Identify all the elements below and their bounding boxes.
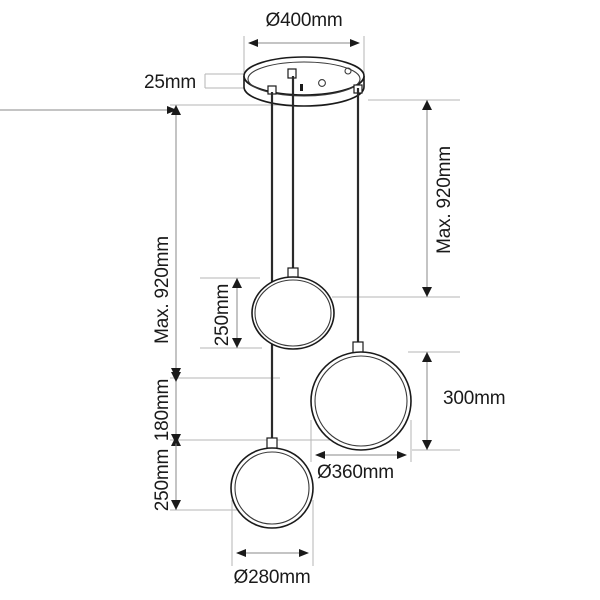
glass-globe-top <box>251 267 335 350</box>
label-drop-max-right: Max. 920mm <box>434 146 455 254</box>
glass-globe-middle <box>310 341 412 451</box>
label-globe-mid-diameter: 300mm <box>443 388 505 409</box>
label-globe-mid-diameter-horizontal: Ø360mm <box>317 462 394 483</box>
label-globe-bottom-diameter: Ø280mm <box>234 567 311 588</box>
dimension-labels: Ø400mm 25mm Max. 920mm 250mm 180mm 250mm… <box>144 10 506 588</box>
dimension-lines <box>0 39 432 557</box>
glass-globe-bottom <box>230 437 314 529</box>
label-offset-180: 180mm <box>152 379 173 441</box>
label-globe-top-diameter: 250mm <box>212 284 233 346</box>
ceiling-canopy-plate <box>243 56 365 107</box>
label-drop-max-left: Max. 920mm <box>152 236 173 344</box>
label-offset-250: 250mm <box>152 449 173 511</box>
extension-lines <box>170 36 460 566</box>
lamp-geometry <box>230 56 412 529</box>
label-canopy-diameter: Ø400mm <box>266 10 343 31</box>
label-canopy-thickness: 25mm <box>144 72 196 93</box>
